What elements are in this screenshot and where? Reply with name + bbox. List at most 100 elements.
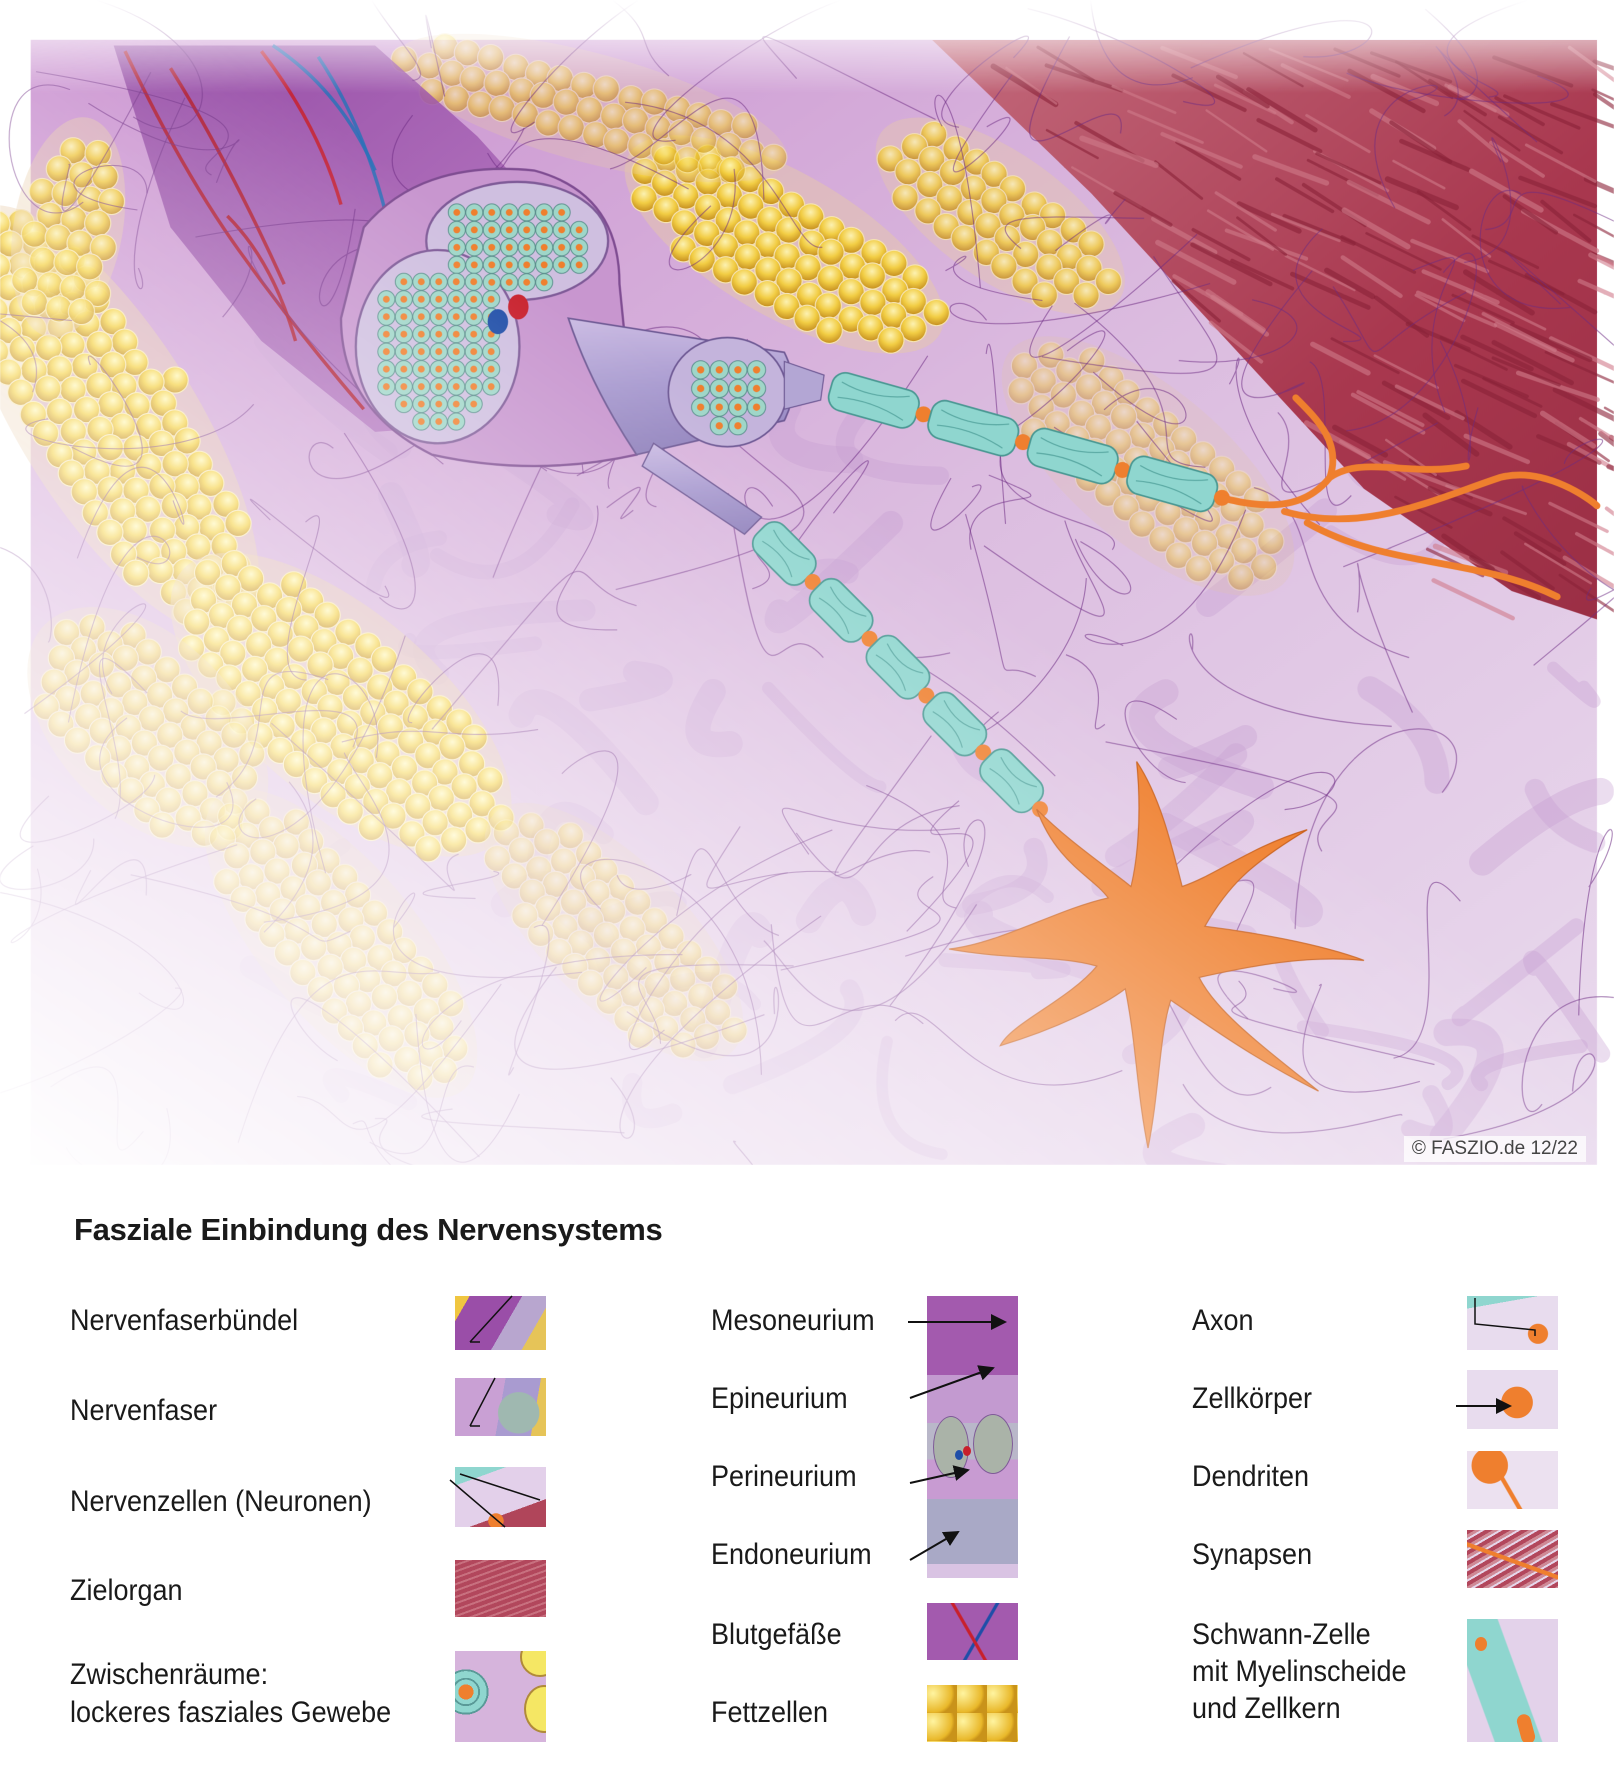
collagen-fiber bbox=[1253, 487, 1410, 659]
fat-cell bbox=[1078, 346, 1106, 375]
collagen-fiber bbox=[1241, 270, 1313, 399]
collagen-fiber bbox=[74, 859, 147, 905]
muscle-fiber bbox=[1489, 140, 1545, 178]
collagen-fiber bbox=[889, 819, 986, 1007]
muscle-fiber bbox=[1502, 194, 1559, 235]
axon-core bbox=[715, 366, 723, 374]
muscle-fiber bbox=[1305, 113, 1371, 154]
axon-core bbox=[488, 226, 496, 234]
axon-core bbox=[470, 365, 478, 373]
fat-cell bbox=[230, 764, 259, 792]
node-of-ranvier bbox=[1015, 434, 1031, 451]
axon-core bbox=[505, 226, 513, 234]
muscle-fiber bbox=[1215, 74, 1270, 109]
collagen-fiber bbox=[676, 848, 780, 937]
tissue-strand bbox=[1129, 679, 1274, 800]
axon-core bbox=[417, 418, 425, 425]
tissue-strand bbox=[365, 530, 447, 594]
muscle-fiber bbox=[1224, 228, 1309, 261]
collagen-fiber bbox=[1105, 741, 1338, 852]
tissue-strand bbox=[508, 689, 659, 816]
tissue-strand bbox=[685, 678, 743, 758]
fat-cell bbox=[464, 816, 492, 844]
collagen-fiber bbox=[626, 986, 780, 1057]
muscle-fiber bbox=[990, 63, 1059, 108]
thumb-dendrites bbox=[1467, 1451, 1558, 1509]
axon-core bbox=[452, 400, 460, 408]
fat-cell bbox=[148, 811, 176, 839]
axon-core bbox=[417, 348, 425, 356]
collagen-fiber bbox=[422, 870, 500, 899]
collagen-fiber bbox=[952, 74, 1013, 173]
axon-core bbox=[400, 365, 408, 373]
axon-core bbox=[382, 383, 390, 390]
collagen-fiber bbox=[1092, 371, 1187, 425]
muscle-fiber bbox=[1242, 52, 1304, 88]
axon-core bbox=[715, 403, 723, 411]
nerve-fascia-illustration bbox=[0, 0, 1614, 1165]
fat-cell bbox=[877, 326, 905, 354]
collagen-fiber bbox=[1124, 700, 1186, 784]
muscle-fiber bbox=[1593, 92, 1614, 110]
muscle-fiber bbox=[1347, 68, 1426, 114]
axon-core bbox=[523, 278, 531, 286]
collagen-fiber bbox=[371, 0, 421, 82]
muscle-fiber bbox=[1208, 320, 1264, 364]
axon-core bbox=[435, 418, 443, 425]
legend-label-mesoneurium: Mesoneurium bbox=[711, 1304, 875, 1337]
axon-core bbox=[696, 384, 705, 393]
axon-core bbox=[558, 261, 566, 269]
muscle-fiber bbox=[1252, 154, 1330, 186]
fat-cluster bbox=[390, 33, 788, 184]
muscle-fiber bbox=[1310, 341, 1371, 376]
fat-cell bbox=[406, 1063, 434, 1092]
axon-core bbox=[452, 348, 460, 356]
fat-cell bbox=[63, 726, 92, 754]
collagen-fiber bbox=[779, 460, 869, 569]
myelin-layer bbox=[837, 381, 910, 421]
collagen-fiber bbox=[1485, 191, 1614, 231]
collagen-fiber bbox=[1435, 46, 1538, 143]
thumb-nerve-bundle bbox=[455, 1296, 546, 1350]
collagen-fiber bbox=[50, 1066, 144, 1151]
axon-core bbox=[400, 348, 408, 356]
fat-cell bbox=[84, 139, 112, 168]
collagen-fiber bbox=[1217, 970, 1298, 1020]
collagen-fiber bbox=[611, 0, 670, 77]
fat-cell bbox=[122, 559, 150, 587]
collagen-fiber bbox=[25, 403, 255, 450]
muscle-fiber bbox=[1268, 48, 1349, 82]
collagen-fiber bbox=[0, 547, 52, 643]
axon-core bbox=[540, 261, 548, 269]
axon-core bbox=[540, 243, 548, 251]
axon-core bbox=[435, 313, 443, 321]
collagen-fiber bbox=[1302, 983, 1421, 1093]
tissue-strand bbox=[795, 875, 877, 934]
axon-core bbox=[488, 278, 496, 286]
muscle-fiber bbox=[1171, 279, 1221, 323]
collagen-fiber bbox=[762, 36, 936, 120]
collagen-fiber bbox=[369, 1065, 475, 1155]
axon-core bbox=[400, 278, 408, 286]
collagen-fiber bbox=[263, 752, 390, 923]
fat-cell bbox=[83, 279, 112, 308]
legend-label-synapsen: Synapsen bbox=[1192, 1538, 1313, 1571]
axon-core bbox=[382, 348, 390, 356]
muscle-fiber bbox=[1583, 176, 1614, 194]
collagen-fiber bbox=[98, 657, 148, 819]
fat-cell bbox=[710, 973, 739, 1001]
collagen-fiber bbox=[0, 891, 184, 1010]
muscle-fiber bbox=[1154, 160, 1204, 200]
muscle-fiber bbox=[1160, 132, 1243, 169]
copyright-notice: © FASZIO.de 12/22 bbox=[1403, 1136, 1586, 1162]
collagen-fiber bbox=[297, 983, 502, 1130]
axon-core bbox=[487, 348, 495, 356]
muscle-fiber bbox=[1213, 83, 1277, 115]
legend-label-nervenfaser: Nervenfaser bbox=[70, 1394, 218, 1427]
muscle-fiber bbox=[1591, 88, 1614, 101]
collagen-fiber bbox=[35, 71, 229, 176]
muscle-fiber bbox=[1350, 392, 1426, 435]
collagen-fiber bbox=[610, 915, 822, 1139]
muscle-fiber bbox=[1340, 255, 1403, 299]
muscle-fiber bbox=[1340, 235, 1417, 274]
